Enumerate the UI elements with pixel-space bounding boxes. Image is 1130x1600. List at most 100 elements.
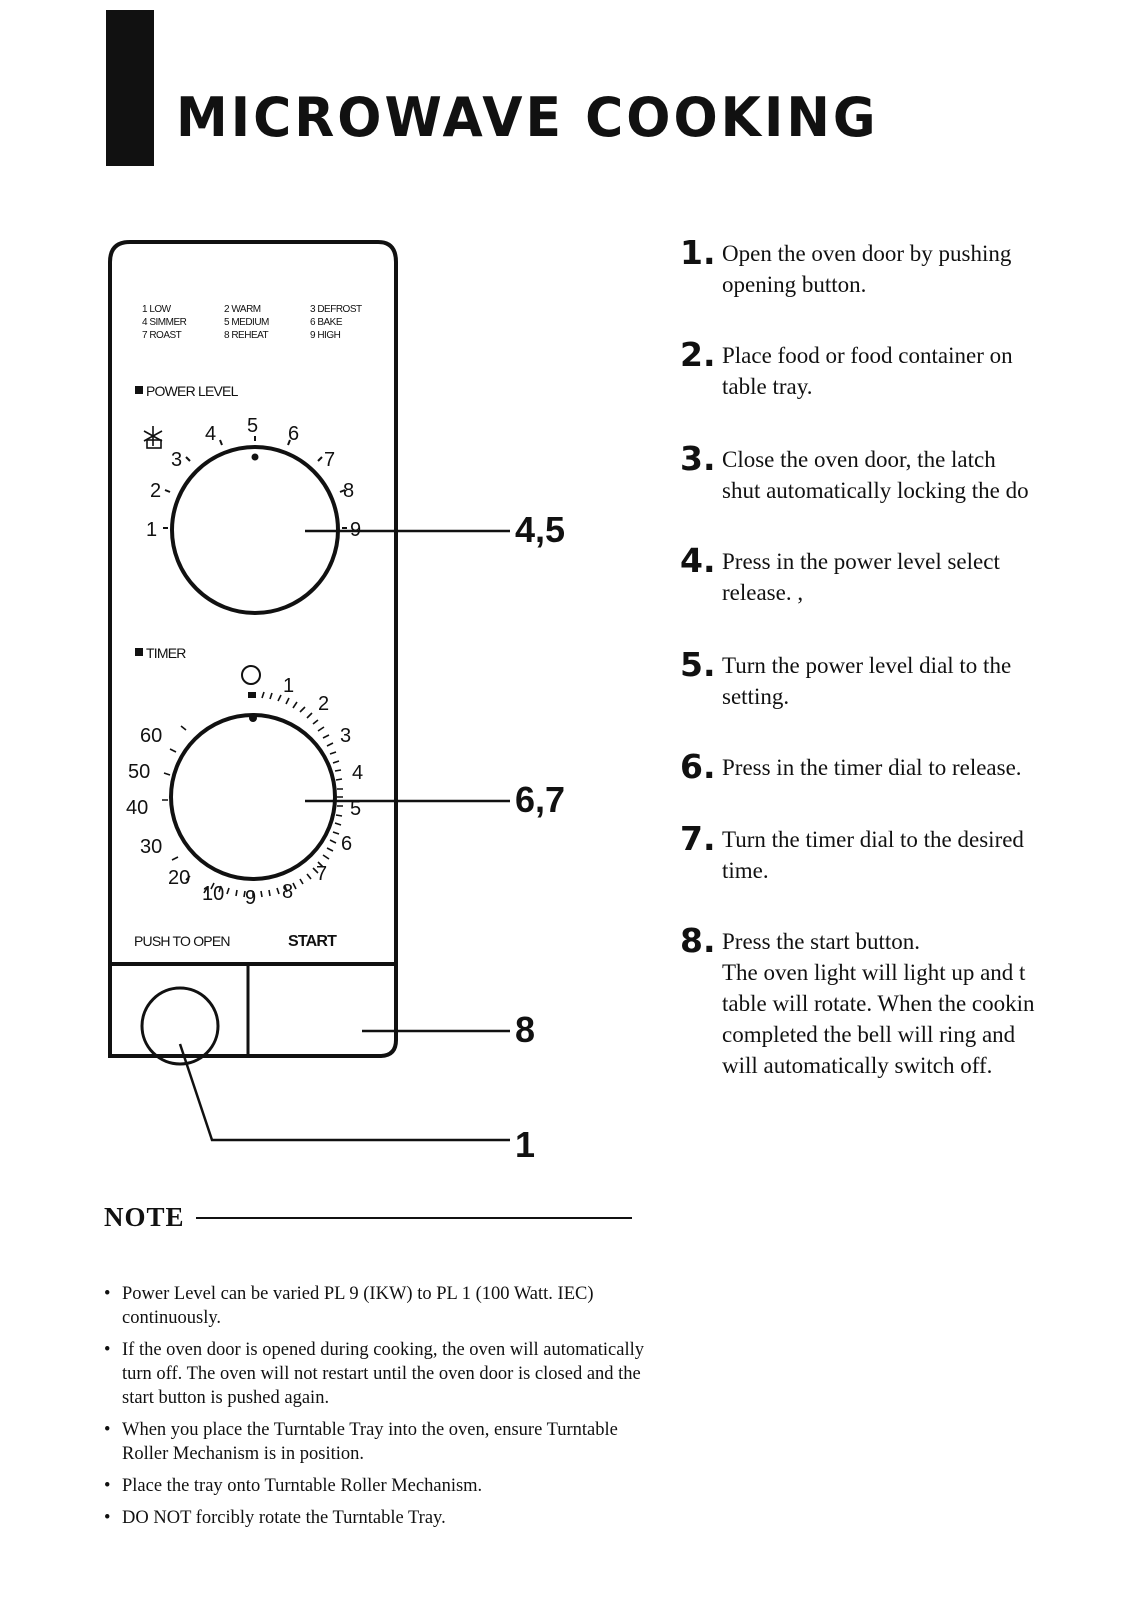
page-title: MICROWAVE COOKING — [176, 86, 879, 150]
power-num-3: 3 — [171, 449, 182, 471]
step-number: 3. — [680, 439, 716, 478]
power-dial-indicator — [251, 453, 259, 461]
legend-3-1: 7 ROAST — [142, 330, 182, 341]
timer-num-4: 4 — [352, 762, 363, 784]
step-line: Press in the timer dial to release. — [722, 755, 1022, 780]
step-number: 2. — [680, 335, 716, 374]
timer-label: TIMER — [146, 645, 186, 661]
timer-label-square — [135, 648, 143, 656]
timer-dial-indicator — [249, 714, 257, 722]
push-to-open-label: PUSH TO OPEN — [134, 933, 230, 949]
door-open-button[interactable] — [140, 986, 220, 1066]
note-item: • DO NOT forcibly rotate the Turntable Tr… — [104, 1506, 644, 1530]
step-line: opening button. — [722, 272, 867, 297]
timer-num-3: 3 — [340, 725, 351, 747]
step-line: Press the start button. — [722, 929, 921, 954]
legend-3-3: 9 HIGH — [310, 330, 341, 341]
title-bar — [106, 10, 154, 166]
legend-1-3: 3 DEFROST — [310, 304, 362, 315]
callout-power: 4,5 — [515, 509, 565, 550]
power-level-label: POWER LEVEL — [146, 383, 239, 399]
step-line: Close the oven door, the latch — [722, 447, 996, 472]
step-line: Open the oven door by pushing — [722, 241, 1012, 266]
callout-door: 1 — [515, 1124, 535, 1165]
step-line: Place food or food container on — [722, 343, 1013, 368]
note-text: DO NOT forcibly rotate the Turntable Tra… — [122, 1508, 446, 1528]
step-number: 1. — [680, 233, 716, 272]
step-number: 6. — [680, 747, 716, 786]
legend-2-1: 4 SIMMER — [142, 317, 187, 328]
note-list: • Power Level can be varied PL 9 (IKW) to… — [104, 1282, 644, 1538]
step-line: release. , — [722, 580, 804, 605]
legend-1-2: 2 WARM — [224, 304, 261, 315]
note-item: • If the oven door is opened during cooki… — [104, 1338, 644, 1410]
legend-1-1: 1 LOW — [142, 304, 172, 315]
bullet: • — [104, 1508, 111, 1528]
timer-num-40: 40 — [126, 797, 148, 819]
timer-num-10: 10 — [202, 883, 224, 905]
bullet: • — [104, 1284, 111, 1304]
power-num-1: 1 — [146, 519, 157, 541]
legend-2-2: 5 MEDIUM — [224, 317, 269, 328]
step-number: 5. — [680, 645, 716, 684]
timer-num-6: 6 — [341, 833, 352, 855]
power-num-5: 5 — [247, 415, 258, 437]
bullet: • — [104, 1420, 111, 1440]
step-line: table tray. — [722, 374, 813, 399]
step-number: 4. — [680, 541, 716, 580]
step-line: shut automatically locking the do — [722, 478, 1029, 503]
timer-num-50: 50 — [128, 761, 150, 783]
callout-start: 8 — [515, 1009, 535, 1050]
timer-num-7: 7 — [316, 863, 327, 885]
timer-dial-numbers: 1 2 3 4 5 6 7 8 9 10 20 30 40 50 60 — [126, 675, 363, 909]
timer-zero-mark — [248, 692, 256, 698]
power-num-6: 6 — [288, 423, 299, 445]
defrost-icon — [143, 426, 163, 449]
timer-num-60: 60 — [140, 725, 162, 747]
step-line: table will rotate. When the cookin — [722, 991, 1035, 1016]
step-line: completed the bell will ring and — [722, 1022, 1016, 1047]
step-line: time. — [722, 858, 769, 883]
step-line: The oven light will light up and t — [722, 960, 1026, 985]
timer-num-30: 30 — [140, 836, 162, 858]
power-dial[interactable] — [163, 436, 347, 615]
timer-num-1: 1 — [283, 675, 294, 697]
timer-num-9: 9 — [245, 887, 256, 909]
start-label: START — [288, 933, 337, 950]
callout-line-door — [178, 1043, 510, 1142]
timer-num-8: 8 — [282, 881, 293, 903]
timer-num-20: 20 — [168, 867, 190, 889]
note-item: •When you place the Turntable Tray into … — [104, 1418, 644, 1466]
step-line: Turn the power level dial to the — [722, 653, 1012, 678]
power-num-4: 4 — [205, 423, 216, 445]
power-dial-numbers: 1 2 3 4 5 6 7 8 9 — [146, 415, 361, 541]
step-number: 7. — [680, 819, 716, 858]
step-line: Turn the timer dial to the desired — [722, 827, 1024, 852]
step-line: will automatically switch off. — [722, 1053, 993, 1078]
bullet: • — [104, 1340, 111, 1360]
callout-timer: 6,7 — [515, 779, 565, 820]
note-rule — [196, 1217, 632, 1219]
power-num-8: 8 — [343, 480, 354, 502]
note-text: If the oven door is opened during cookin… — [122, 1340, 644, 1408]
note-item: • Power Level can be varied PL 9 (IKW) to… — [104, 1282, 644, 1330]
note-text: Place the tray onto Turntable Roller Mec… — [122, 1476, 483, 1496]
power-num-7: 7 — [324, 449, 335, 471]
timer-dial[interactable] — [162, 665, 343, 898]
power-legend: 1 LOW 2 WARM 3 DEFROST 4 SIMMER 5 MEDIUM… — [142, 304, 363, 341]
legend-2-3: 6 BAKE — [310, 317, 343, 328]
start-button[interactable] — [252, 968, 392, 1052]
timer-num-5: 5 — [350, 798, 361, 820]
timer-dial-circle[interactable] — [169, 713, 337, 881]
power-num-2: 2 — [150, 480, 161, 502]
step-number: 8. — [680, 921, 716, 960]
power-label-square — [135, 386, 143, 394]
power-dial-ticks — [163, 436, 347, 529]
legend-3-2: 8 REHEAT — [224, 330, 269, 341]
note-text: Power Level can be varied PL 9 (IKW) to … — [122, 1284, 594, 1328]
note-heading: NOTE — [104, 1202, 185, 1232]
step-line: Press in the power level select — [722, 549, 1000, 574]
note-item: •Place the tray onto Turntable Roller Me… — [104, 1474, 644, 1498]
